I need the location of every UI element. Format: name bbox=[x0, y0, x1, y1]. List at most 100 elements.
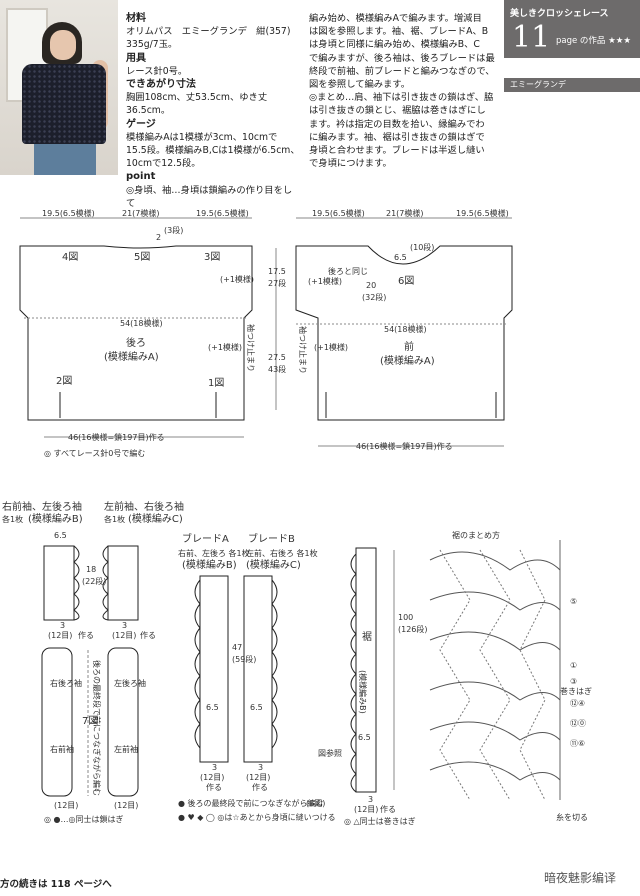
sleeve-joined-left bbox=[41, 647, 73, 797]
materials-block: 材料 オリムパス エミーグランデ 紺(357) 335g/7玉。 用具 レース針… bbox=[126, 12, 301, 210]
chart-stitch-rows bbox=[429, 551, 561, 781]
hem-ref: 図参照 bbox=[318, 748, 342, 758]
tools-text: レース針0号。 bbox=[126, 65, 188, 77]
watermark: 暗夜魅影编译 bbox=[543, 871, 616, 885]
braid-b-start: 3 bbox=[258, 763, 263, 772]
braid-a-make: 作る bbox=[206, 782, 222, 792]
sleeve-a-outline bbox=[43, 545, 75, 621]
hem-label: 裾 bbox=[362, 630, 372, 643]
sleeve-a-count: 各1枚 bbox=[2, 514, 23, 524]
back-top-mid-dim: 21(7模様) bbox=[122, 208, 160, 218]
sleeve-a-title: 右前袖、左後ろ袖 bbox=[2, 500, 82, 513]
braid-length: 47 bbox=[232, 643, 242, 652]
front-body-outline bbox=[295, 245, 513, 421]
back-neck-dim: 2 bbox=[156, 233, 161, 242]
braid-legend-2: ● ♥ ◆ ◯ ◎は☆あとから身頃に縫いつける bbox=[178, 812, 336, 822]
sleeve-a-start-rows: (12目) bbox=[48, 631, 72, 640]
material-amount: 335g/7玉。 bbox=[126, 39, 178, 51]
braid-a-start-rows: (12目) bbox=[200, 773, 224, 782]
instructions-block: 編み始め、模様編みAで編みます。増減目 は図を参照します。袖、裾、ブレードA、B… bbox=[309, 12, 499, 170]
finish-mark-1: ① bbox=[570, 661, 577, 670]
sleeve-height: 18 bbox=[86, 565, 96, 574]
braid-length-rows: (59段) bbox=[232, 654, 256, 664]
point-heading: point bbox=[126, 171, 156, 183]
instruction-line: は引き抜きの鎖とじ、裾脇は巻きはぎにし bbox=[309, 105, 486, 117]
sleeve-a-pattern: (模様編みB) bbox=[28, 512, 83, 525]
gauge-line-3: 10cmで12.5段。 bbox=[126, 158, 201, 170]
instruction-line: ◎まとめ…肩、袖下は引き抜きの鎖はぎ、脇 bbox=[309, 92, 494, 104]
finish-title: 裾のまとめ方 bbox=[452, 530, 500, 540]
sleeve-right-back-label: 右後ろ袖 bbox=[50, 678, 82, 688]
braid-a-title: ブレードA bbox=[182, 532, 229, 545]
back-title: 後ろ bbox=[126, 336, 146, 349]
braid-a-start: 3 bbox=[212, 763, 217, 772]
back-sleeve-stop: 袖つけ止まり bbox=[246, 324, 256, 372]
sleeve-left-back-label: 左後ろ袖 bbox=[114, 678, 146, 688]
front-chest-dim: 54(18模様) bbox=[384, 324, 427, 334]
material-name: オリムパス エミーグランデ 紺(357) bbox=[126, 26, 291, 38]
sleeve-legend: ◎ ●…◎同士は鎖はぎ bbox=[44, 814, 123, 824]
front-fig-6: 6図 bbox=[398, 275, 414, 287]
braid-a-sub: 右前、左後ろ 各1枚 bbox=[178, 548, 250, 558]
back-neck-rows: (3段) bbox=[164, 225, 183, 235]
back-body-outline bbox=[19, 245, 253, 421]
finish-cut-thread: 糸を切る bbox=[556, 812, 588, 822]
instruction-line: ます。衿は指定の目数を拾い、縁編みでわ bbox=[309, 118, 485, 130]
gauge-line-1: 模様編みAは1模様が3cm、10cmで bbox=[126, 131, 278, 143]
sleeve-b-count: 各1枚 bbox=[104, 514, 125, 524]
materials-heading: 材料 bbox=[126, 13, 146, 24]
instruction-line: 終段で前袖、前ブレードと編みつなぎので、 bbox=[309, 65, 495, 77]
sleeve-b-make: 作る bbox=[140, 630, 156, 640]
finish-wrap-join: 巻きはぎ bbox=[560, 686, 592, 696]
sleeve-right-front-label: 右前袖 bbox=[50, 744, 74, 754]
front-depth-rows: (32段) bbox=[362, 292, 386, 302]
back-pattern: (模様編みA) bbox=[104, 350, 159, 363]
finish-row-120: ⑫⓪ bbox=[570, 719, 586, 728]
braid-a-width: 6.5 bbox=[206, 703, 219, 712]
model-photo bbox=[0, 0, 118, 175]
front-sleeve-stop: 袖つけ止まり bbox=[298, 326, 308, 374]
instruction-line: は身頃と同様に編み始め、模様編みB、C bbox=[309, 39, 480, 51]
braid-b-width: 6.5 bbox=[250, 703, 263, 712]
hem-make: 作る bbox=[380, 804, 396, 814]
chart-chain-lines bbox=[439, 549, 546, 801]
braid-b-start-rows: (12目) bbox=[246, 773, 270, 782]
back-bottom-dim: 46(16模様=鎖197目)作る bbox=[68, 432, 165, 442]
instruction-line: 編み始め、模様編みAで編みます。増減目 bbox=[309, 13, 482, 24]
pattern-diagrams: 19.5(6.5模様) 21(7模様) 19.5(6.5模様) 2 (3段) 4… bbox=[2, 208, 592, 826]
continued-note: 方の続きは 118 ページへ bbox=[0, 879, 112, 890]
front-top-left-dim: 19.5(6.5模様) bbox=[312, 208, 365, 218]
braid-a-outline bbox=[199, 575, 229, 763]
sleeve-joined-right bbox=[107, 647, 139, 797]
instruction-line: 図を参照して編みます。 bbox=[309, 79, 411, 91]
braid-fig-8: (8図) bbox=[306, 799, 325, 808]
sleeve-b-start-rows: (12目) bbox=[112, 631, 136, 640]
gauge-heading: ゲージ bbox=[126, 118, 156, 130]
sleeve-b-start: 3 bbox=[122, 621, 127, 630]
back-chest-dim: 54(18模様) bbox=[120, 318, 163, 328]
front-top-right-dim: 19.5(6.5模様) bbox=[456, 208, 509, 218]
back-top-right-dim: 19.5(6.5模様) bbox=[196, 208, 249, 218]
front-depth: 20 bbox=[366, 281, 376, 290]
back-top-left-dim: 19.5(6.5模様) bbox=[42, 208, 95, 218]
sleeve-a-make: 作る bbox=[78, 630, 94, 640]
front-bottom-dim: 46(16模様=鎖197目)作る bbox=[356, 441, 453, 451]
braid-b-pattern: (模様編みC) bbox=[246, 558, 301, 571]
sleeve-b-title: 左前袖、右後ろ袖 bbox=[104, 500, 184, 513]
sleeve-a-scallops bbox=[73, 545, 80, 621]
back-increase-2: (+1模様) bbox=[208, 342, 242, 352]
back-increase-1: (+1模様) bbox=[220, 274, 254, 284]
front-neck-depth: 6.5 bbox=[394, 253, 407, 262]
instruction-line: は図を参照します。袖、裾、ブレードA、B bbox=[309, 26, 489, 38]
sleeve-a-start: 3 bbox=[60, 621, 65, 630]
hem-length: 100 bbox=[398, 613, 413, 622]
sleeve-join-note: 後ろの最終段で前につなぎながら編む bbox=[92, 660, 102, 796]
sleeve-rows-a: (12目) bbox=[54, 801, 78, 810]
front-title: 前 bbox=[404, 340, 414, 353]
hem-width: 6.5 bbox=[358, 733, 371, 742]
point-line-1: ◎身頃、袖…身頃は鎖編みの作り目をして bbox=[126, 184, 293, 209]
back-fig-2: 2図 bbox=[56, 375, 72, 387]
side-dim-a: 17.5 bbox=[268, 267, 286, 276]
finish-mark-3: ③ bbox=[570, 677, 577, 686]
tools-heading: 用具 bbox=[126, 52, 146, 64]
